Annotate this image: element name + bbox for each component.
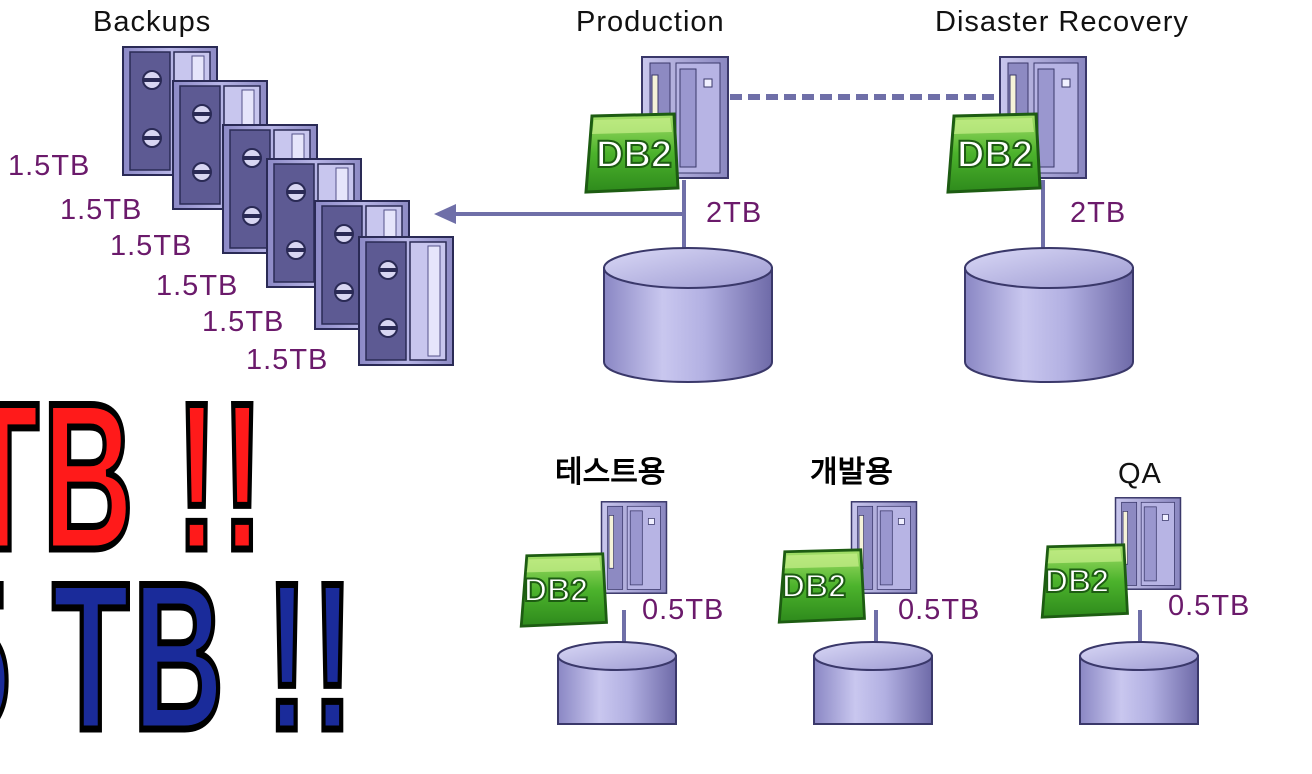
backup-size-label: 1.5TB <box>246 344 329 376</box>
backup-size-label: 1.5TB <box>8 150 91 182</box>
test-size-label: 0.5TB <box>642 594 725 626</box>
dev-storage-cylinder <box>813 641 933 725</box>
qa-env-title: QA <box>1118 458 1162 490</box>
dev-env-title: 개발용 <box>810 456 893 489</box>
dr-storage-cylinder <box>964 247 1134 383</box>
backup-arrow <box>434 204 684 224</box>
dr-size-label: 2TB <box>1070 197 1127 229</box>
backup-size-label: 1.5TB <box>110 230 193 262</box>
db2-badge-text: DB2 <box>1044 563 1110 599</box>
qa-size-label: 0.5TB <box>1168 590 1251 622</box>
db2-badge-text: DB2 <box>781 568 847 604</box>
disaster-recovery-title: Disaster Recovery <box>935 6 1189 38</box>
db2-badge-text: DB2 <box>523 572 589 608</box>
db2-badge-text: DB2 <box>956 134 1034 176</box>
backups-title: Backups <box>93 6 212 38</box>
test-env-title: 테스트용 <box>555 456 666 489</box>
production-storage-cylinder <box>603 247 773 383</box>
banner-red-text: TB !! <box>0 359 267 594</box>
backup-size-label: 1.5TB <box>202 306 285 338</box>
qa-storage-cylinder <box>1079 641 1199 725</box>
db2-badge-text: DB2 <box>595 134 673 176</box>
connectors <box>434 94 1142 650</box>
test-storage-cylinder <box>557 641 677 725</box>
production-size-label: 2TB <box>706 197 763 229</box>
backup-size-label: 1.5TB <box>156 270 239 302</box>
production-title: Production <box>576 6 725 38</box>
dev-size-label: 0.5TB <box>898 594 981 626</box>
banner-blue-text: 5 TB !! <box>0 539 358 774</box>
backup-size-label: 1.5TB <box>60 194 143 226</box>
test-server <box>600 500 668 595</box>
